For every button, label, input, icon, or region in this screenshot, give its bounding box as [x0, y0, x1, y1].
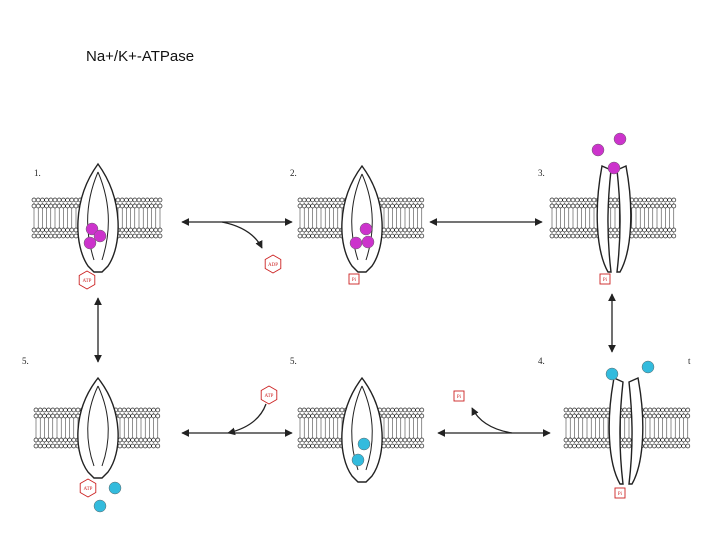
svg-text:ATP: ATP [265, 394, 274, 399]
atp-label: ATP [260, 385, 278, 405]
arrow-atp-binding [227, 403, 267, 436]
pump-state-4 [608, 377, 644, 485]
sodium-ion [85, 222, 99, 236]
pi-label: Pi [599, 273, 611, 285]
arrow-pi-release [471, 407, 513, 434]
pump-state-5 [341, 376, 383, 483]
step-label-5: 5. [290, 356, 297, 366]
potassium-ion [93, 499, 107, 513]
atp-label: ATP [79, 478, 97, 498]
svg-text:Pi: Pi [352, 278, 357, 283]
pi-label: Pi [348, 273, 360, 285]
sodium-ion [349, 236, 363, 250]
svg-text:ATP: ATP [83, 279, 92, 284]
pi-label: Pi [453, 390, 465, 402]
sodium-ion [359, 222, 373, 236]
atp-label: ATP [78, 270, 96, 290]
step-label-3: 3. [538, 168, 545, 178]
sodium-ion [361, 235, 375, 249]
step-label-1: 1. [34, 168, 41, 178]
sodium-ion [607, 161, 621, 175]
svg-text:ATP: ATP [84, 487, 93, 492]
potassium-ion [641, 360, 655, 374]
pump-state-2 [341, 164, 383, 273]
step-label-4: 4. [538, 356, 545, 366]
svg-text:Pi: Pi [457, 395, 462, 400]
potassium-ion [351, 453, 365, 467]
step-label-6: 5. [22, 356, 29, 366]
pi-label: Pi [614, 487, 626, 499]
sodium-ion [93, 229, 107, 243]
pump-state-1 [77, 162, 119, 273]
diagram-title: Na+/K+-ATPase [86, 48, 195, 65]
sodium-ion [613, 132, 627, 146]
svg-text:Pi: Pi [618, 492, 623, 497]
pump-state-6 [77, 376, 119, 479]
membrane-state-3 [549, 197, 677, 239]
svg-text:ADP: ADP [268, 263, 278, 268]
potassium-ion [357, 437, 371, 451]
svg-text:Pi: Pi [603, 278, 608, 283]
transition-arrows [94, 218, 616, 437]
sodium-ion [83, 236, 97, 250]
step-label-edge: t [688, 356, 691, 366]
sodium-ion [591, 143, 605, 157]
potassium-ion [605, 367, 619, 381]
step-label-2: 2. [290, 168, 297, 178]
arrow-adp-release [221, 221, 263, 249]
potassium-ion [108, 481, 122, 495]
membrane-state-4 [563, 407, 691, 449]
pump-state-3 [596, 165, 632, 273]
adp-label: ADP [264, 254, 282, 274]
